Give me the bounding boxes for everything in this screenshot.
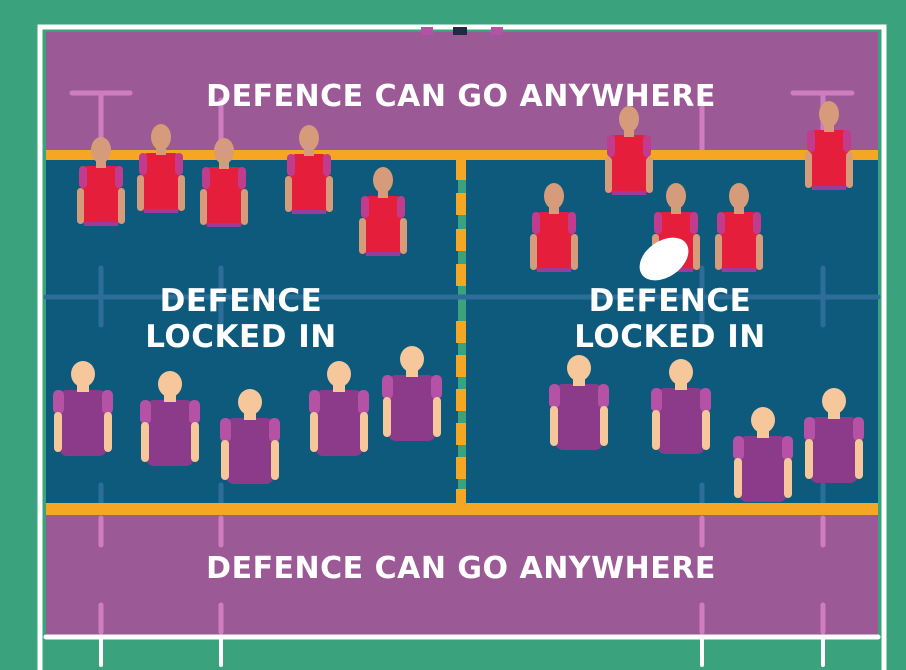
right-locked-label-line2: LOCKED IN	[520, 320, 820, 356]
right-locked-label-line1: DEFENCE	[520, 284, 820, 320]
left-locked-label-line2: LOCKED IN	[91, 320, 391, 356]
left-locked-label-line1: DEFENCE	[91, 284, 391, 320]
left-locked-zone-label: DEFENCE LOCKED IN	[91, 284, 391, 355]
top-zone-label: DEFENCE CAN GO ANYWHERE	[0, 80, 906, 115]
bottom-zone-label: DEFENCE CAN GO ANYWHERE	[0, 552, 906, 587]
bottom-boundary-line	[46, 503, 878, 515]
right-locked-zone-label: DEFENCE LOCKED IN	[520, 284, 820, 355]
